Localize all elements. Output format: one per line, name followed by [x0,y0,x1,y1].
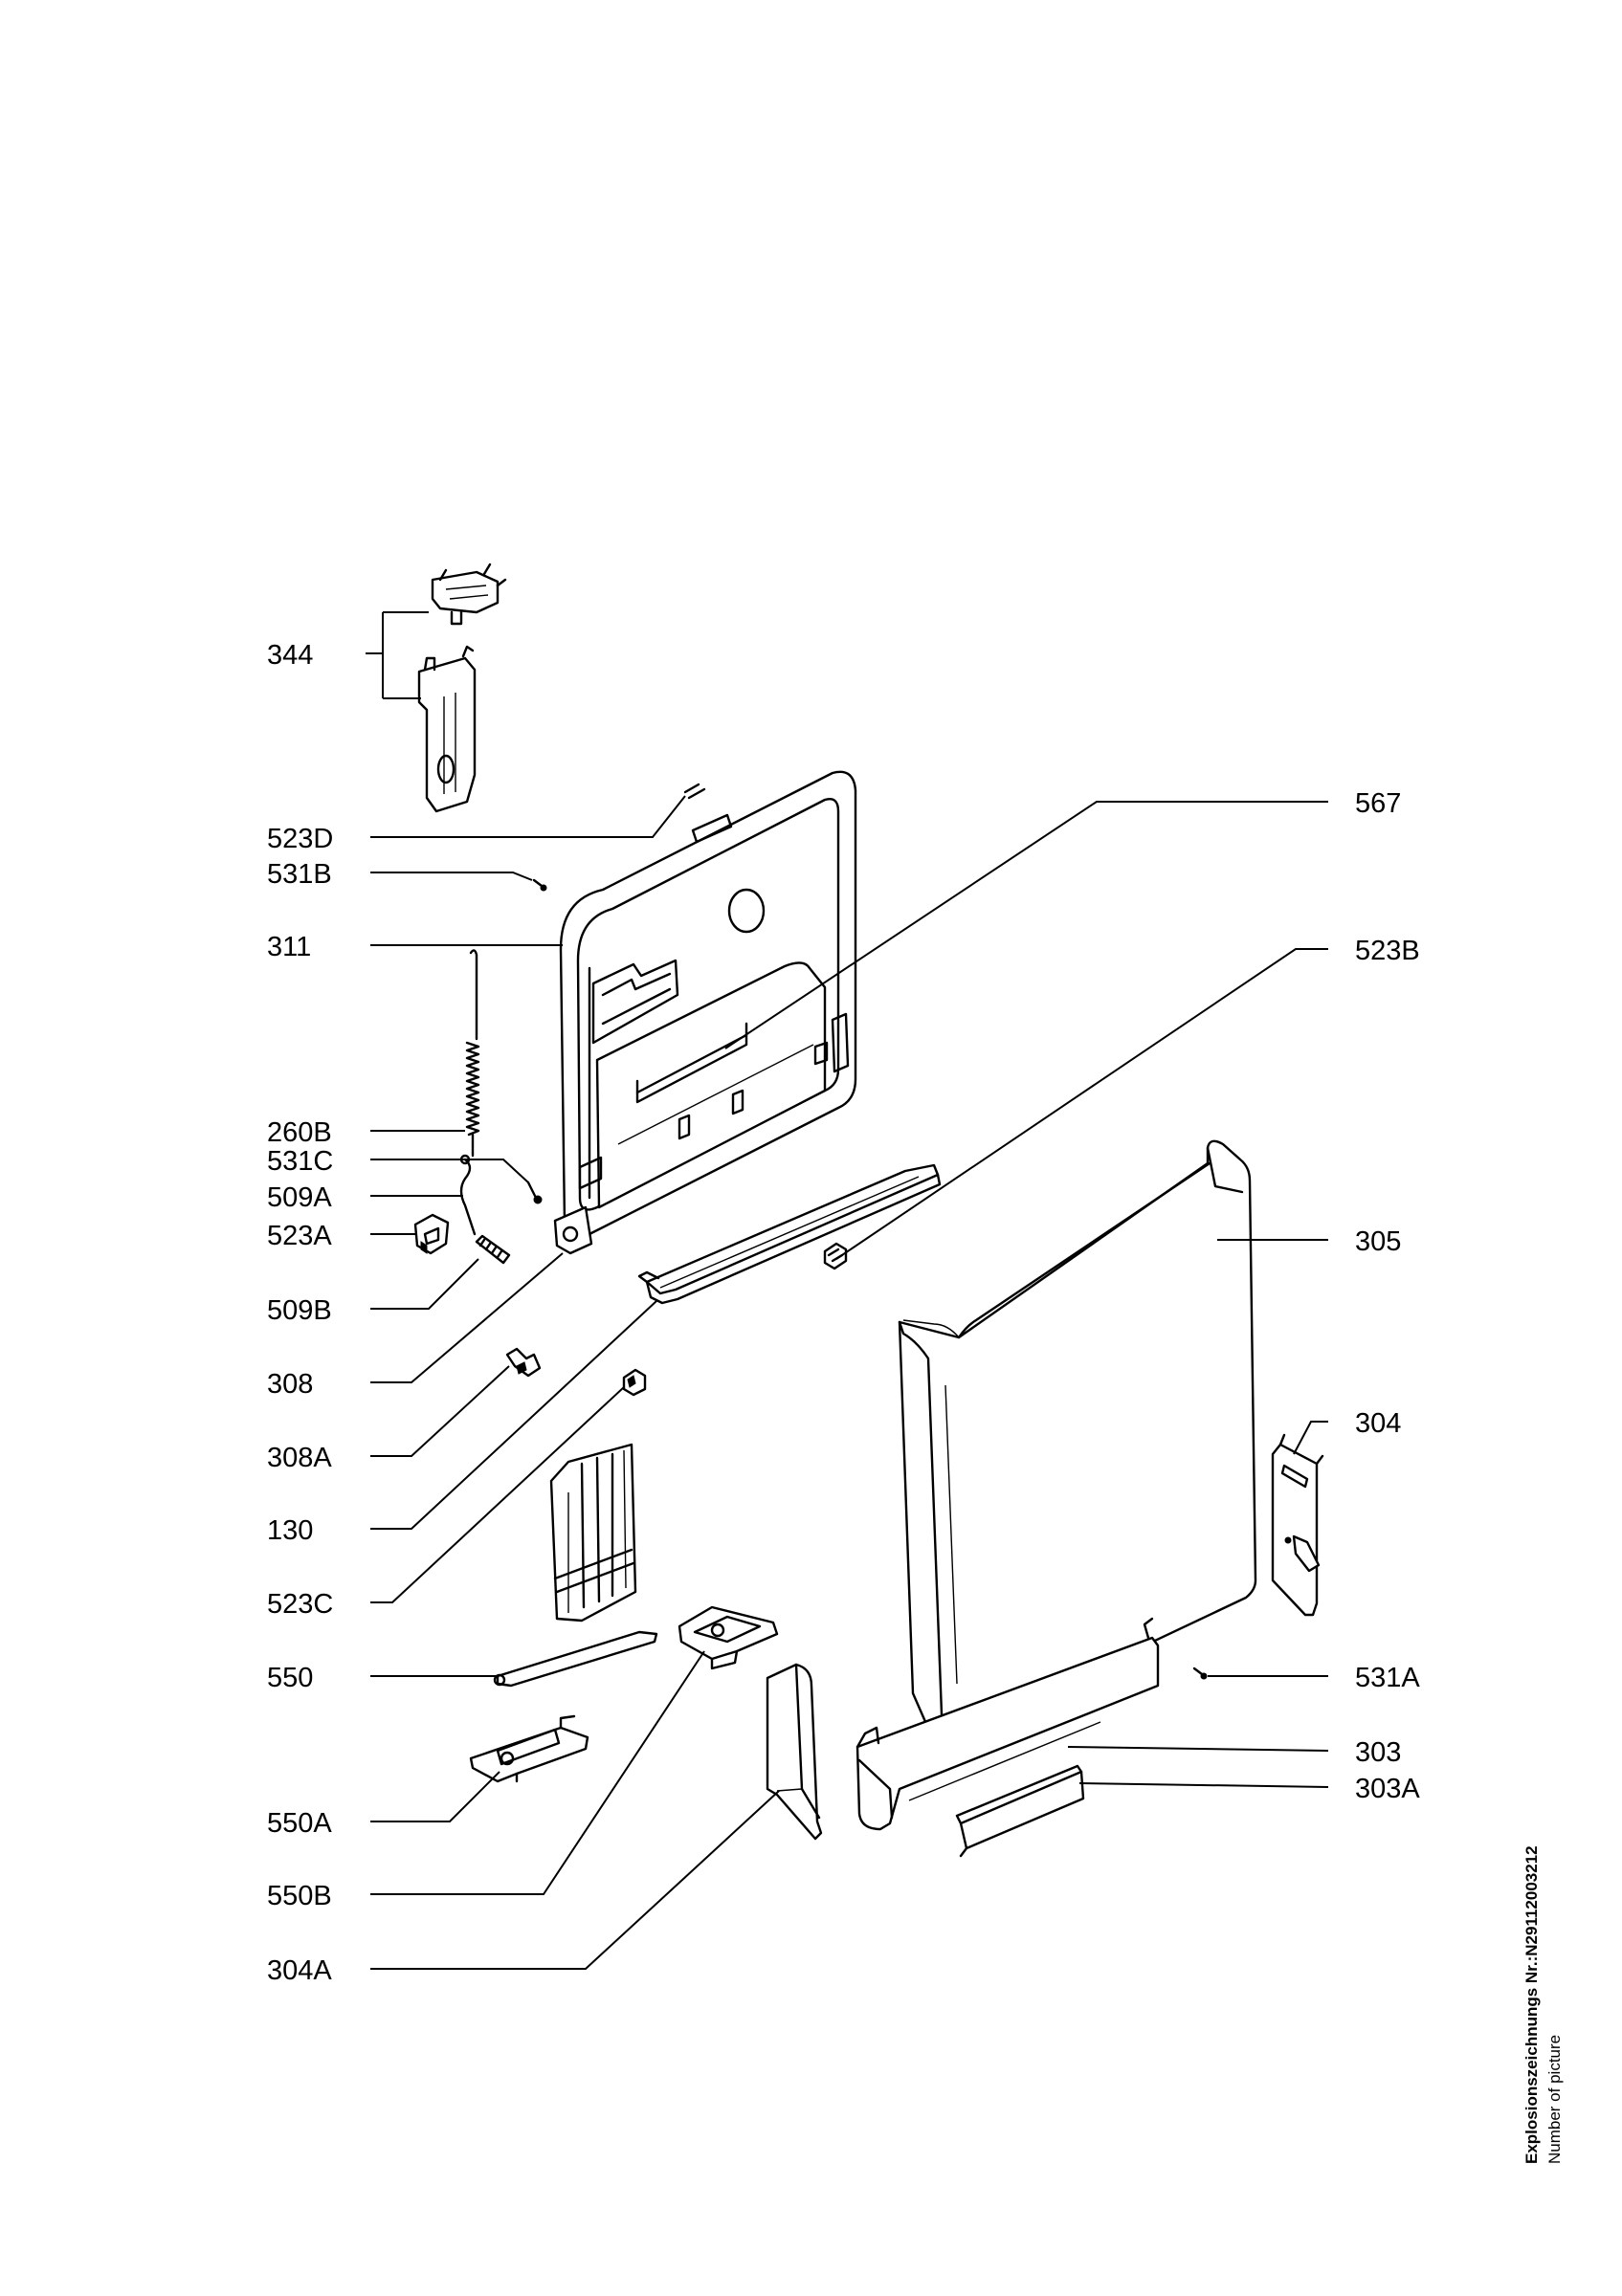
callout-523A: 523A [267,1221,332,1251]
part-509A-cable [459,1154,477,1236]
callout-567: 567 [1355,788,1401,819]
callout-531B: 531B [267,859,332,890]
callout-308: 308 [267,1369,313,1400]
part-550B-slider [678,1605,779,1670]
callout-523B: 523B [1355,936,1420,966]
part-531A-screw [1192,1667,1208,1680]
callout-550B: 550B [267,1881,332,1911]
callout-550: 550 [267,1663,313,1693]
part-523D-pin [683,783,706,800]
callout-531A: 531A [1355,1663,1420,1693]
callout-523C: 523C [267,1589,333,1620]
callout-531C: 531C [267,1146,333,1177]
part-523A-clip [413,1213,450,1255]
callout-304: 304 [1355,1408,1401,1439]
part-523B-clip [823,1242,848,1270]
part-509B-roller [475,1234,511,1265]
callout-260B: 260B [267,1117,332,1148]
part-260B-spring [465,949,480,1158]
callout-308A: 308A [267,1443,332,1473]
callout-550A: 550A [267,1808,332,1839]
part-550-slide-bracket [493,1443,658,1688]
part-304A-side-panel [766,1663,823,1841]
picture-number-caption: Number of picture [1545,2034,1564,2164]
callout-344: 344 [267,640,313,671]
drawing-number-block: Explosionszeichnungs Nr.:N29112003212 Nu… [1510,1781,1577,2164]
part-308A-bracket [505,1347,542,1378]
part-531B-screw [532,878,547,892]
part-305-outer-door [898,1139,1257,1735]
callout-305: 305 [1355,1226,1401,1257]
part-531C-screw [526,1181,543,1204]
callout-509A: 509A [267,1182,332,1213]
part-303-kickplate [855,1617,1160,1831]
leader-lines [366,611,1329,1970]
callout-130: 130 [267,1515,313,1546]
part-311-inner-door [553,770,857,1255]
part-304-side-bracket [1271,1433,1324,1617]
callout-304A: 304A [267,1955,332,1986]
part-550A-slider [469,1714,589,1783]
part-130-rail [637,1163,942,1305]
callout-523D: 523D [267,824,333,854]
drawing-number: Explosionszeichnungs Nr.:N29112003212 [1522,1845,1541,2164]
callout-303A: 303A [1355,1774,1420,1804]
callout-303: 303 [1355,1737,1401,1768]
part-303A-strip [955,1764,1085,1858]
part-344-hinge-bracket [417,563,507,813]
callout-509B: 509B [267,1295,332,1326]
callout-311: 311 [267,932,311,962]
part-523C-catch [622,1368,647,1397]
